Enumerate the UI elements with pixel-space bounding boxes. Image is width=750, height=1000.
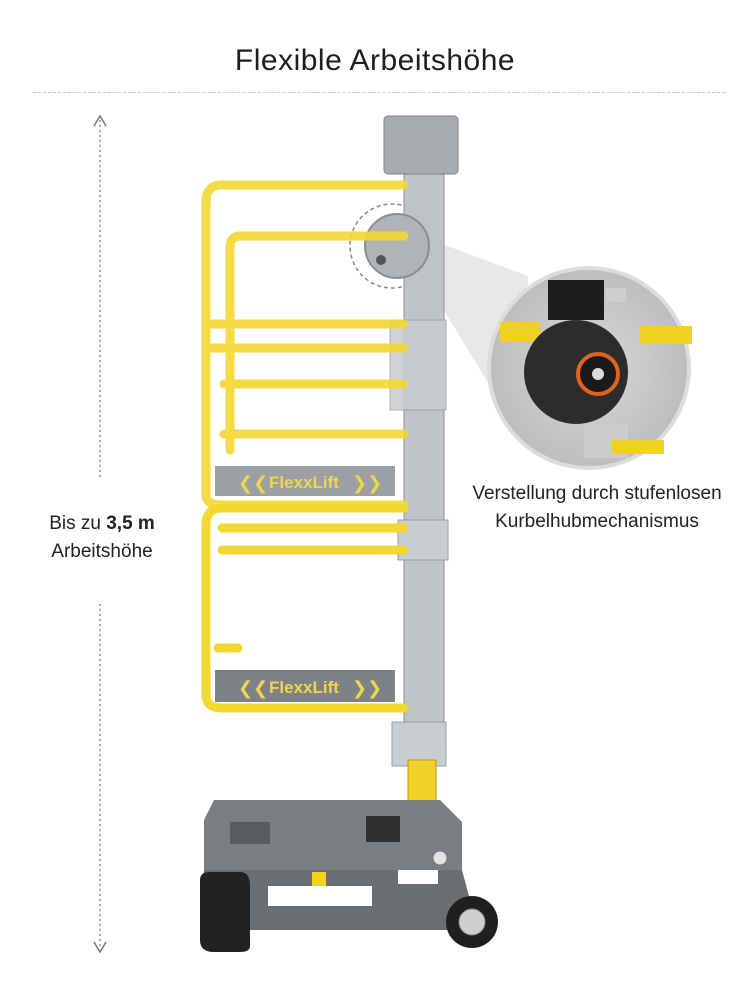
title-divider bbox=[33, 92, 725, 93]
height-prefix: Bis zu bbox=[49, 513, 101, 534]
upper-flexxlift-plate: FlexxLift ❮❮ ❯❯ bbox=[215, 466, 395, 496]
crank-knob bbox=[376, 255, 386, 265]
page-title: Flexible Arbeitshöhe bbox=[234, 44, 516, 77]
svg-text:❯❯: ❯❯ bbox=[352, 473, 382, 494]
front-bumper bbox=[200, 872, 250, 952]
height-suffix: Arbeitshöhe bbox=[51, 541, 153, 562]
crank-wheel bbox=[364, 213, 430, 279]
svg-text:❮❮: ❮❮ bbox=[238, 473, 268, 494]
lower-flexxlift-plate: FlexxLift ❮❮ ❯❯ bbox=[215, 670, 395, 702]
callout-line-2: Kurbelhubmechanismus bbox=[495, 511, 699, 532]
svg-text:❮❮: ❮❮ bbox=[238, 678, 268, 699]
working-height-label: Bis zu 3,5 m Arbeitshöhe bbox=[22, 510, 182, 566]
lower-cage bbox=[201, 503, 409, 713]
height-dimension-arrow bbox=[93, 114, 107, 954]
svg-text:❯❯: ❯❯ bbox=[352, 678, 382, 699]
crank-handle-knob bbox=[432, 850, 448, 866]
height-value: 3,5 m bbox=[106, 513, 155, 534]
base-chassis bbox=[200, 800, 470, 930]
rear-wheel-hub bbox=[458, 908, 486, 936]
callout-line-1: Verstellung durch stufenlosen bbox=[472, 483, 722, 504]
upper-logo-text: FlexxLift bbox=[269, 473, 339, 492]
crank-callout-caption: Verstellung durch stufenlosen Kurbelhubm… bbox=[452, 480, 742, 536]
crank-detail-callout bbox=[487, 266, 692, 470]
upper-cage bbox=[201, 180, 409, 510]
lower-logo-text: FlexxLift bbox=[269, 678, 339, 697]
